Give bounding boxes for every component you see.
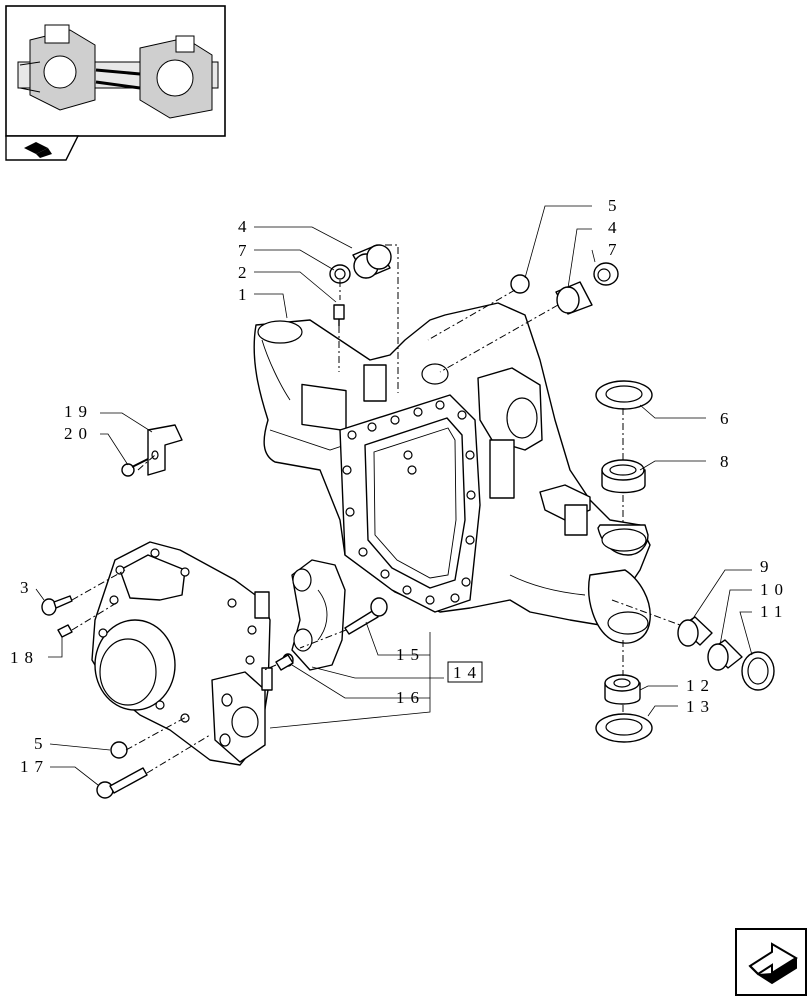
callout-19: 19 bbox=[64, 402, 93, 421]
seal-7-right bbox=[593, 262, 619, 286]
thumbnail-panel[interactable] bbox=[5, 5, 226, 161]
callout-5-top: 5 bbox=[608, 196, 623, 215]
pin-18 bbox=[57, 624, 73, 638]
assembly-lines bbox=[71, 244, 681, 774]
plug-5-bottom bbox=[110, 741, 128, 759]
callout-1: 1 bbox=[238, 285, 253, 304]
plug-5-top bbox=[510, 274, 530, 294]
bushing-4-right bbox=[555, 281, 593, 315]
callout-14: 14 bbox=[453, 663, 482, 682]
callout-6: 6 bbox=[720, 409, 735, 428]
bushing-9 bbox=[677, 616, 713, 647]
callout-15: 15 bbox=[396, 645, 425, 664]
bushing-8 bbox=[601, 459, 646, 494]
bolt-20 bbox=[121, 458, 149, 477]
washer-6 bbox=[595, 380, 653, 410]
callout-16: 16 bbox=[396, 688, 425, 707]
bushing-12 bbox=[604, 674, 641, 705]
callout-4-right: 4 bbox=[608, 218, 623, 237]
bracket-19 bbox=[147, 424, 183, 476]
carrier-housing bbox=[91, 541, 273, 766]
washer-13 bbox=[595, 713, 653, 743]
callout-labels: 4 7 2 1 5 4 7 6 8 9 10 11 12 13 19 20 3 … bbox=[10, 196, 789, 776]
bolt-3 bbox=[41, 595, 73, 616]
bolt-17 bbox=[96, 767, 148, 799]
bushing-4-left bbox=[352, 244, 392, 279]
callout-18: 18 bbox=[10, 648, 39, 667]
pin-16 bbox=[275, 653, 294, 671]
seal-7-left bbox=[329, 264, 351, 284]
bushing-10 bbox=[707, 639, 743, 671]
page-forward-icon[interactable] bbox=[735, 928, 807, 996]
page-back-icon[interactable] bbox=[24, 142, 52, 158]
axle-housing bbox=[253, 302, 651, 644]
callout-13: 13 bbox=[686, 697, 715, 716]
callout-12: 12 bbox=[686, 676, 715, 695]
callout-20: 20 bbox=[64, 424, 93, 443]
callout-17: 17 bbox=[20, 757, 49, 776]
bolt-15 bbox=[344, 597, 388, 635]
axle-assembly-thumbnail bbox=[17, 24, 219, 119]
bearing-cap bbox=[291, 559, 346, 671]
callout-8: 8 bbox=[720, 452, 735, 471]
callout-5-bottom: 5 bbox=[34, 734, 49, 753]
grease-nipple-2 bbox=[333, 304, 345, 326]
leader-lines bbox=[35, 205, 753, 786]
callout-10: 10 bbox=[760, 580, 789, 599]
seal-11 bbox=[741, 651, 775, 691]
callout-11: 11 bbox=[760, 602, 788, 621]
callout-4-left: 4 bbox=[238, 217, 253, 236]
callout-7-right: 7 bbox=[608, 240, 623, 259]
callout-3: 3 bbox=[20, 578, 35, 597]
callout-7-left: 7 bbox=[238, 241, 253, 260]
callout-9: 9 bbox=[760, 557, 775, 576]
callout-14-box bbox=[447, 661, 483, 683]
callout-2: 2 bbox=[238, 263, 253, 282]
